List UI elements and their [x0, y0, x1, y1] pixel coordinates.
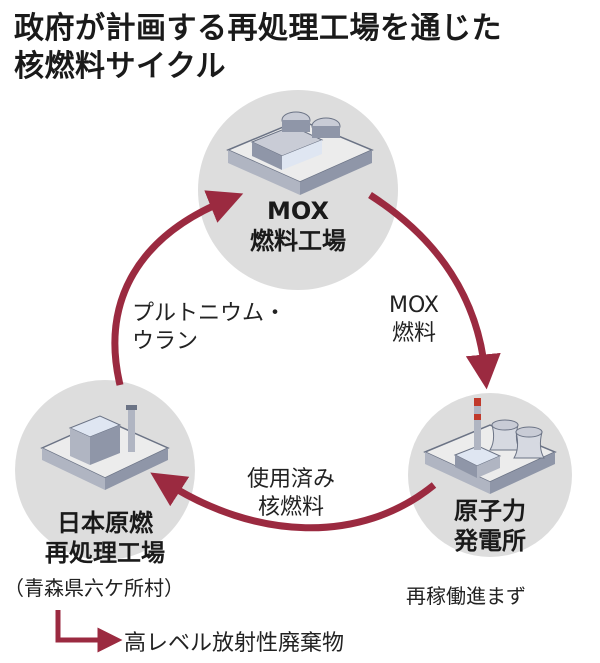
diagram-title: 政府が計画する再処理工場を通じた 核燃料サイクル [14, 10, 502, 86]
nuclear-plant-label-1: 原子力 [454, 497, 526, 525]
reprocessing-plant-location: （青森県六ケ所村） [4, 576, 184, 600]
arrow-spent-fuel [150, 472, 437, 532]
arrow-plutonium-uranium [111, 190, 244, 386]
arrow-mox-fuel [368, 192, 501, 390]
node-nuclear-power-plant: 原子力 発電所 [420, 496, 560, 556]
high-level-waste-label: 高レベル放射性廃棄物 [124, 631, 345, 656]
reprocessing-plant-icon [40, 405, 170, 490]
edge-label-plutonium-uranium: プルトニウム・ ウラン [132, 300, 332, 356]
nuclear-plant-label-2: 発電所 [454, 527, 526, 555]
reprocessing-plant-label-2: 再処理工場 [45, 539, 165, 567]
title-line-1: 政府が計画する再処理工場を通じた [14, 11, 502, 46]
mox-plant-label-2: 燃料工場 [250, 227, 346, 255]
factory-icon [226, 111, 374, 195]
reprocessing-plant-label-1: 日本原燃 [57, 509, 153, 537]
node-reprocessing-plant: 日本原燃 再処理工場 [20, 508, 190, 568]
arrow-waste [55, 610, 123, 653]
mox-plant-label-1: MOX [267, 197, 329, 225]
mox-fuel-line-2: 燃料 [391, 321, 436, 346]
title-line-2: 核燃料サイクル [14, 49, 226, 84]
node-mox-fuel-plant: MOX 燃料工場 [218, 196, 378, 256]
spent-fuel-line-1: 使用済み [246, 467, 335, 492]
edge-label-spent-fuel: 使用済み 核燃料 [236, 466, 346, 522]
nuclear-plant-status: 再稼働進まず [406, 584, 526, 608]
plutonium-uranium-line-2: ウラン [132, 329, 199, 354]
spent-fuel-line-2: 核燃料 [257, 495, 324, 520]
mox-fuel-line-1: MOX [389, 293, 439, 318]
plutonium-uranium-line-1: プルトニウム・ [132, 301, 287, 326]
edge-label-mox-fuel: MOX 燃料 [374, 292, 454, 348]
power-plant-icon [423, 398, 557, 494]
